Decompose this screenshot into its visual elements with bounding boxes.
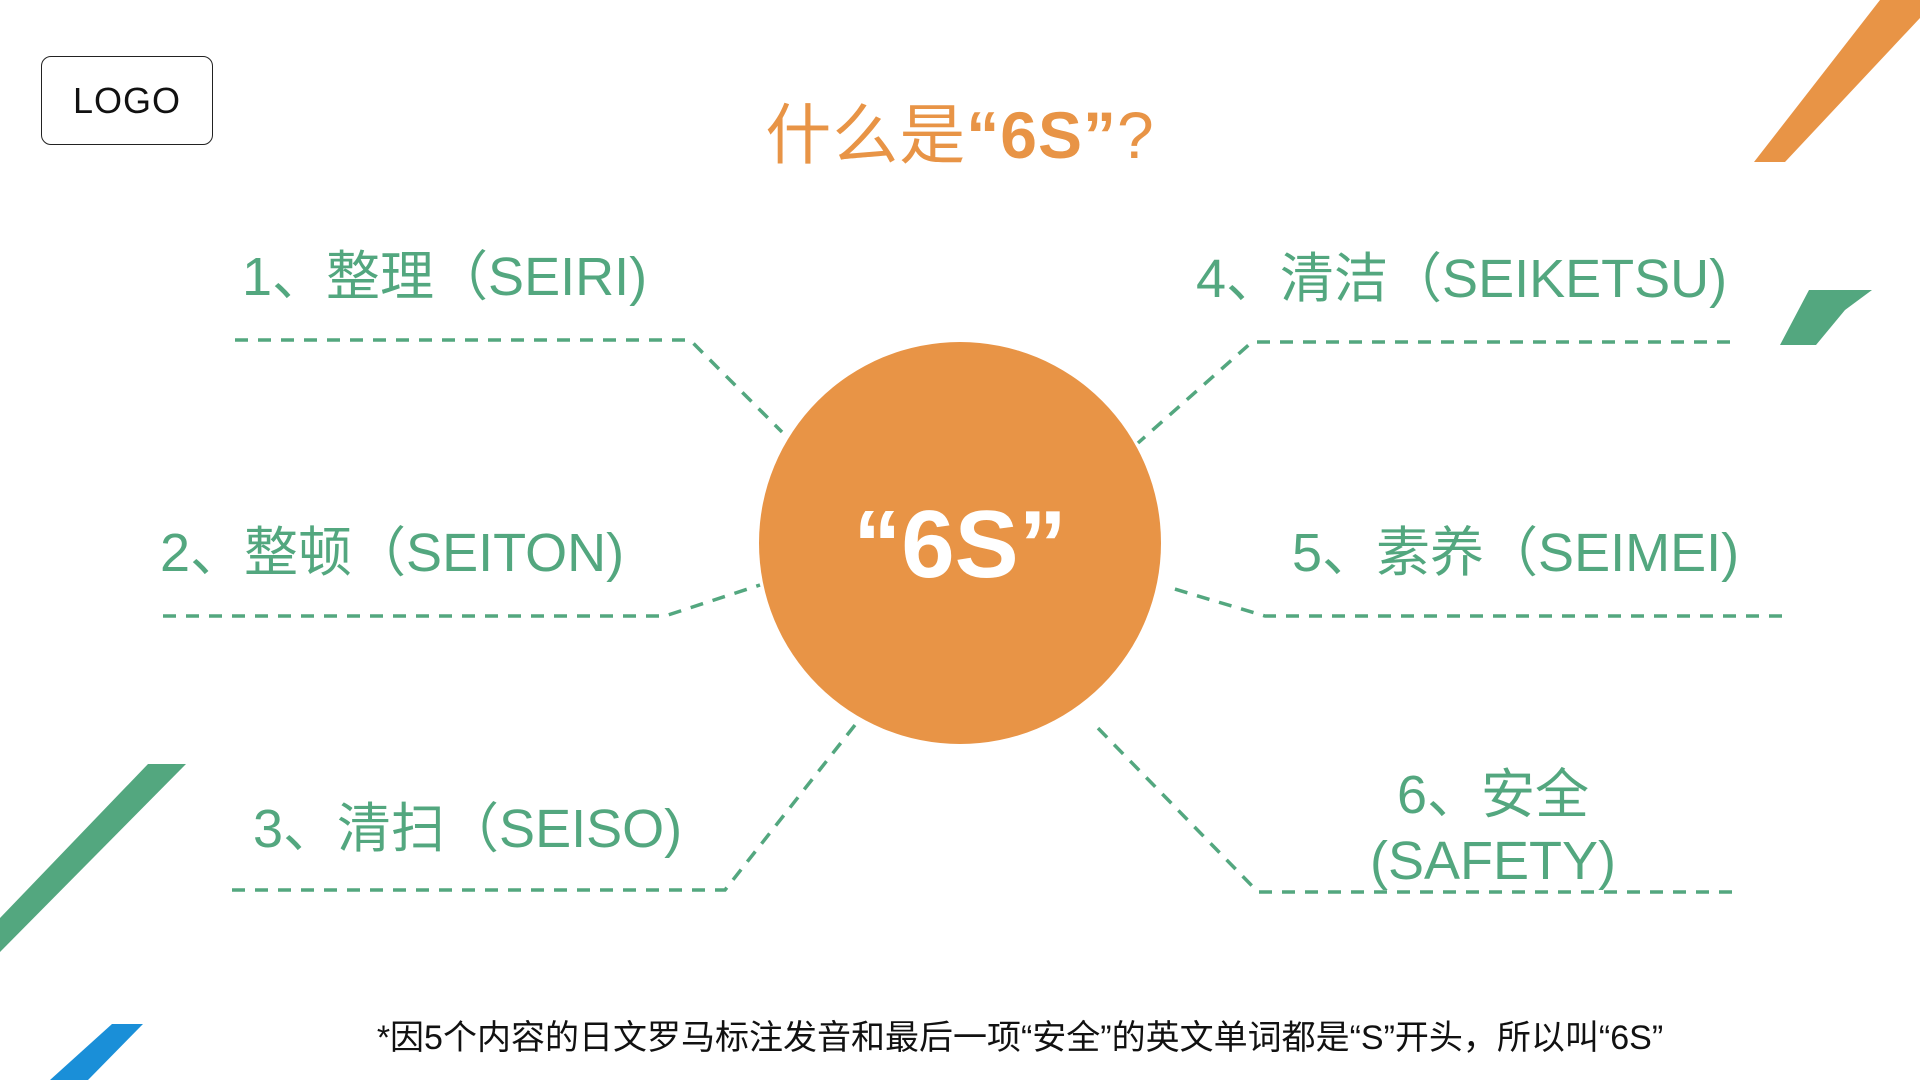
logo-text: LOGO	[72, 79, 182, 121]
center-circle	[759, 342, 1161, 744]
item-2: 2、整顿（SEITON)	[160, 520, 624, 586]
deco-stripe-green-left	[0, 764, 186, 952]
item-2-text: 整顿（SEITON)	[244, 523, 625, 583]
connector-3	[232, 723, 857, 892]
item-3-number: 3、	[253, 799, 338, 859]
item-6-text: 安全	[1481, 765, 1590, 825]
footnote: *因5个内容的日文罗马标注发音和最后一项“安全”的英文单词都是“S”开头，所以叫…	[376, 1019, 1664, 1057]
page-title: 什么是“6S”?	[0, 82, 1920, 178]
center-label: “6S”	[853, 491, 1067, 598]
connector-1	[235, 338, 784, 434]
item-5-number: 5、	[1292, 523, 1377, 583]
item-6: 6、安全 (SAFETY)	[1338, 762, 1648, 894]
item-3: 3、清扫（SEISO)	[253, 796, 682, 862]
logo-box: LOGO	[41, 56, 213, 145]
item-1: 1、整理（SEIRI)	[242, 244, 647, 310]
item-4: 4、清洁（SEIKETSU)	[1196, 246, 1727, 312]
connector-2	[163, 583, 761, 618]
item-6-number: 6、	[1396, 765, 1482, 825]
item-5: 5、素养（SEIMEI)	[1292, 520, 1739, 586]
deco-stripe-blue-bottom-left	[50, 1024, 143, 1080]
item-4-text: 清洁（SEIKETSU)	[1280, 249, 1728, 309]
title-suffix: ?	[1117, 98, 1155, 172]
deco-stripe-green-right	[1780, 290, 1872, 345]
connector-5	[1167, 585, 1782, 618]
connector-4	[1136, 340, 1730, 445]
item-1-text: 整理（SEIRI)	[326, 247, 648, 307]
item-5-text: 素养（SEIMEI)	[1376, 523, 1740, 583]
item-1-number: 1、	[242, 247, 327, 307]
item-6-line1: 6、安全	[1338, 762, 1648, 828]
connector-6	[1090, 720, 1732, 894]
item-4-number: 4、	[1196, 249, 1281, 309]
title-prefix: 什么是	[765, 98, 967, 172]
item-2-number: 2、	[160, 523, 245, 583]
item-6-line2: (SAFETY)	[1369, 831, 1616, 891]
title-highlight: “6S”	[966, 98, 1117, 172]
deco-stripe-orange-top-right	[1754, 0, 1920, 162]
item-3-text: 清扫（SEISO)	[337, 799, 683, 859]
